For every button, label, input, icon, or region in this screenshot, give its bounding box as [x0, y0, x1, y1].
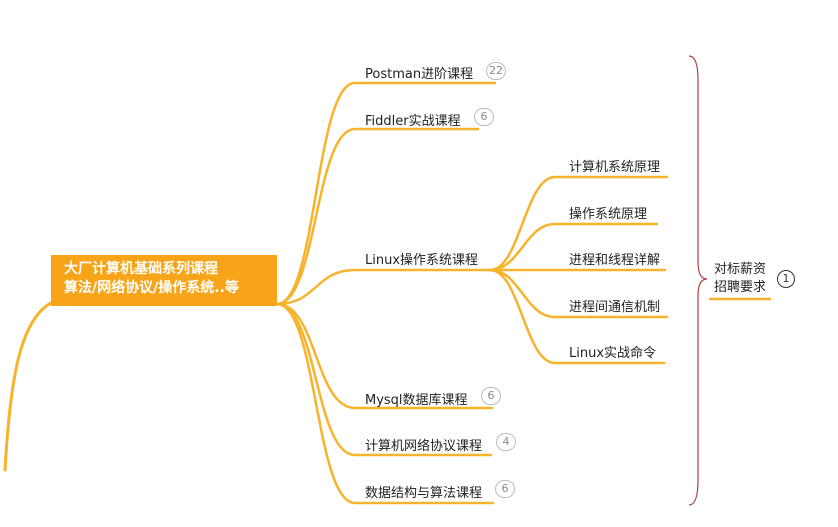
linux-child-ipc-connector	[488, 268, 669, 319]
root-node[interactable]: 大厂计算机基础系列课程 算法/网络协议/操作系统..等	[51, 255, 277, 306]
summary-node[interactable]: 对标薪资 招聘要求	[714, 261, 766, 297]
root-title-line1: 大厂计算机基础系列课程	[64, 261, 218, 277]
summary-bracket	[688, 55, 708, 506]
linux-child-commands[interactable]: Linux实战命令	[569, 346, 657, 361]
branch-mysql-connector	[275, 302, 494, 410]
branch-postman-connector	[275, 81, 497, 306]
branch-mysql-count-badge: 6	[481, 387, 501, 405]
linux-child-computer-system[interactable]: 计算机系统原理	[569, 160, 661, 175]
branch-linux-connector	[275, 268, 492, 306]
summary-count-badge: 1	[777, 270, 795, 288]
summary-line1: 对标薪资	[714, 262, 767, 277]
branch-fiddler-connector	[275, 127, 480, 306]
branch-linux[interactable]: Linux操作系统课程	[365, 253, 479, 268]
branch-algorithm-connector	[275, 302, 495, 505]
branch-network[interactable]: 计算机网络协议课程	[365, 439, 483, 454]
branch-network-count-badge: 4	[496, 433, 516, 451]
linux-child-os-principles-connector	[488, 222, 659, 272]
branch-algorithm-count-badge: 6	[495, 480, 515, 498]
branch-network-connector	[275, 302, 493, 457]
summary-line2: 招聘要求	[714, 280, 767, 295]
root-title-line2: 算法/网络协议/操作系统..等	[64, 280, 239, 296]
branch-fiddler[interactable]: Fiddler实战课程	[365, 114, 461, 129]
linux-child-computer-system-connector	[488, 175, 669, 272]
linux-child-process-thread[interactable]: 进程和线程详解	[569, 253, 661, 268]
root-incoming-connector	[3, 301, 53, 472]
linux-child-os-principles[interactable]: 操作系统原理	[569, 207, 648, 222]
branch-fiddler-count-badge: 6	[474, 108, 494, 126]
linux-child-ipc[interactable]: 进程间通信机制	[569, 300, 661, 315]
branch-postman-count-badge: 22	[486, 62, 506, 80]
branch-algorithm[interactable]: 数据结构与算法课程	[365, 486, 483, 501]
branch-postman[interactable]: Postman进阶课程	[365, 67, 474, 82]
linux-child-commands-connector	[488, 268, 666, 365]
branch-mysql[interactable]: Mysql数据库课程	[365, 393, 468, 408]
